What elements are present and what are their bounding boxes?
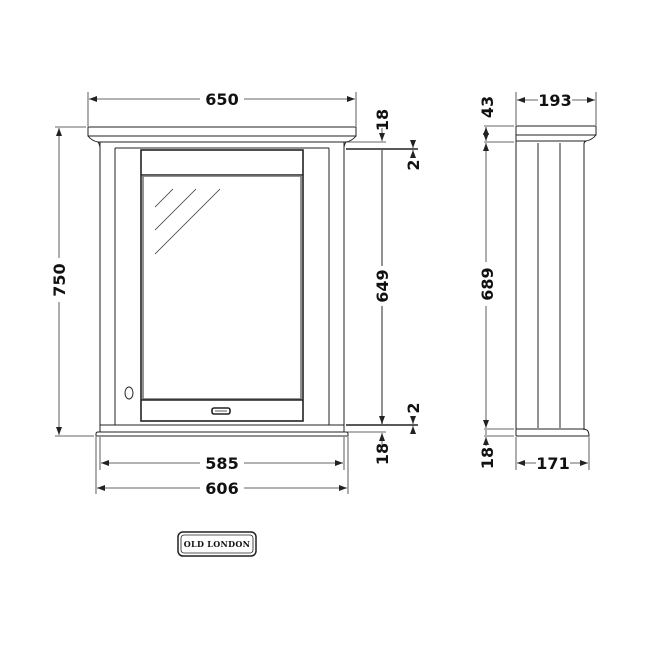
dimension-body-width: 585 bbox=[99, 437, 345, 473]
dim-label-2-top: 2 bbox=[404, 159, 423, 170]
mirror-reflection-line bbox=[154, 188, 197, 231]
dim-label-171: 171 bbox=[536, 454, 569, 473]
dim-label-585: 585 bbox=[205, 454, 238, 473]
dimension-plinth-width: 606 bbox=[95, 437, 349, 498]
dim-label-606: 606 bbox=[205, 479, 238, 498]
dim-label-689: 689 bbox=[478, 267, 497, 300]
dim-label-18-top: 18 bbox=[373, 109, 392, 131]
dim-label-43: 43 bbox=[478, 96, 497, 118]
dim-label-649: 649 bbox=[373, 269, 392, 302]
dimension-side-top-depth: 193 bbox=[515, 91, 597, 125]
dim-label-18-bottom: 18 bbox=[373, 443, 392, 465]
side-view: 193 43 689 18 171 bbox=[478, 91, 597, 473]
dim-label-18-side: 18 bbox=[478, 447, 497, 469]
dimension-overall-width: 650 bbox=[87, 90, 357, 126]
dimension-side-height-stack: 43 689 18 bbox=[478, 96, 514, 469]
plinth bbox=[95, 425, 349, 437]
old-london-logo: Old London bbox=[177, 531, 257, 557]
dimension-overall-height: 750 bbox=[50, 126, 94, 437]
mirror-reflection-line bbox=[154, 188, 221, 255]
dim-label-750: 750 bbox=[50, 263, 69, 296]
cornice bbox=[87, 126, 357, 143]
dimension-side-bottom-depth: 171 bbox=[515, 437, 590, 473]
carcass bbox=[97, 141, 347, 430]
dim-label-650: 650 bbox=[205, 90, 238, 109]
dim-label-2-bottom: 2 bbox=[404, 402, 423, 413]
drawer-handle-icon bbox=[211, 407, 231, 415]
front-view: 650 750 585 606 bbox=[50, 90, 423, 498]
dimension-right-stack: 18 2 649 2 18 bbox=[346, 109, 423, 465]
hinge-hole-icon bbox=[124, 386, 134, 400]
door bbox=[140, 149, 304, 422]
dim-label-193: 193 bbox=[538, 91, 571, 110]
logo-text: Old London bbox=[184, 539, 250, 549]
mirror-reflection-line bbox=[154, 188, 174, 208]
